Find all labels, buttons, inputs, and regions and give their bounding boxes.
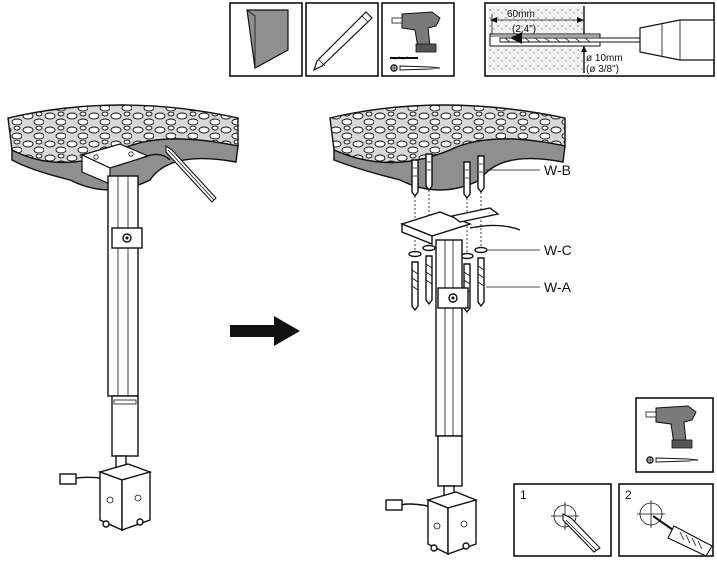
next-step-arrow (230, 316, 300, 346)
drill-icon-small (645, 405, 697, 449)
step-panel-1-mark: 1 (513, 483, 612, 557)
drill-bit-icon (390, 56, 418, 60)
screwdriver-icon-small (646, 456, 699, 464)
depth-imperial-label: (2,4") (512, 24, 536, 35)
ceiling-slab-left (7, 104, 239, 191)
step-1-number: 1 (520, 488, 527, 502)
step-2-number: 2 (625, 488, 632, 502)
drill-depth-detail: 60mm (2,4") ø 10mm (ø 3/8") (484, 2, 715, 77)
tool-panel-pencil (305, 2, 379, 77)
tool-panel-drill-screwdriver (635, 397, 714, 473)
tool-panel-wall (229, 2, 303, 77)
washer-label: W-C (544, 242, 572, 258)
diameter-metric-label: ø 10mm (586, 53, 623, 64)
screw-label: W-A (544, 279, 572, 295)
depth-metric-label: 60mm (507, 9, 535, 20)
callout-screw: W-A (486, 279, 572, 295)
callout-wall-plug: W-B (486, 162, 571, 178)
extension-pole-left (107, 153, 171, 457)
tool-panel-drill (381, 2, 455, 77)
wall-plug-label: W-B (544, 162, 571, 178)
extension-pole-center (435, 239, 469, 487)
diameter-imperial-label: (ø 3/8") (586, 64, 619, 75)
pencil-marking (165, 144, 217, 203)
callout-washer: W-C (488, 242, 572, 258)
step-panel-2-drill: 2 (618, 483, 714, 557)
ceiling-slab-center (329, 104, 566, 191)
washers (408, 244, 488, 260)
screwdriver-icon (390, 64, 441, 72)
ceiling-plate-center (399, 207, 521, 246)
drill-icon (391, 11, 441, 53)
projector-bracket-left (59, 455, 153, 532)
projector-bracket-center (385, 485, 479, 556)
wall-plugs (411, 153, 485, 200)
